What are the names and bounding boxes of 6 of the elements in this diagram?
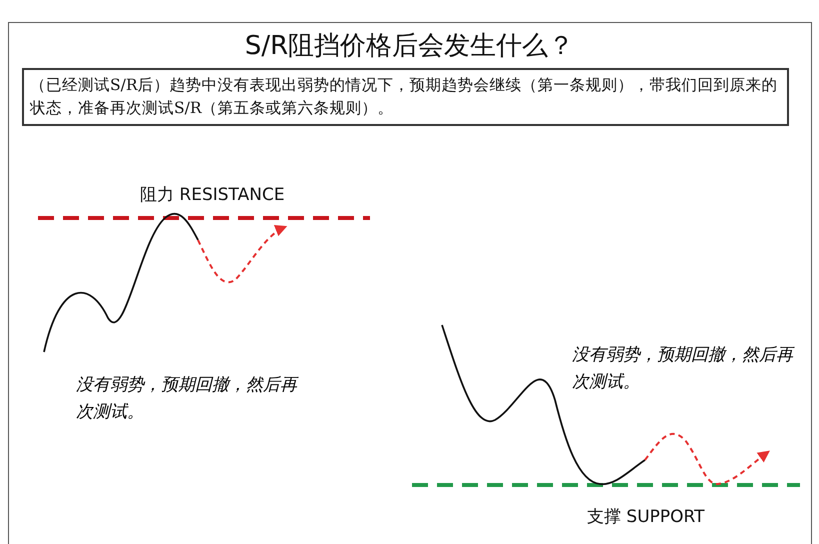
note-box: （已经测试S/R后）趋势中没有表现出弱势的情况下，预期趋势会继续（第一条规则），带我们回到原来的状态，准备再次测试S/R（第五条或第六条规则）。 — [22, 68, 789, 126]
line-label: 阻力 RESISTANCE — [140, 184, 285, 206]
title: S/R阻挡价格后会发生什么？ — [244, 30, 576, 63]
annotation-text: 没有弱势，预期回撤，然后再次测试。 — [76, 374, 300, 424]
line-label: 支撑 SUPPORT — [587, 506, 704, 528]
annotation-text: 没有弱势，预期回撤，然后再次测试。 — [572, 344, 796, 394]
